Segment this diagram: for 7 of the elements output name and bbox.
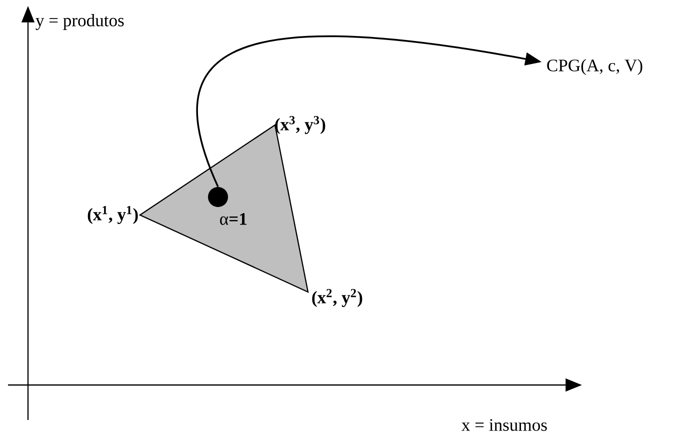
axis-label: x = insumos <box>462 419 547 431</box>
dot-label: α=1 <box>220 213 247 225</box>
node-label: CPG(A, c, V) <box>547 59 642 75</box>
axis-label: y = produtos <box>36 14 124 30</box>
vertex-label: (x$^{1}$, y$^{1}$) <box>88 206 138 224</box>
vertex-label: (x$^{2}$, y$^{2}$) <box>312 288 362 307</box>
dot <box>208 187 228 207</box>
